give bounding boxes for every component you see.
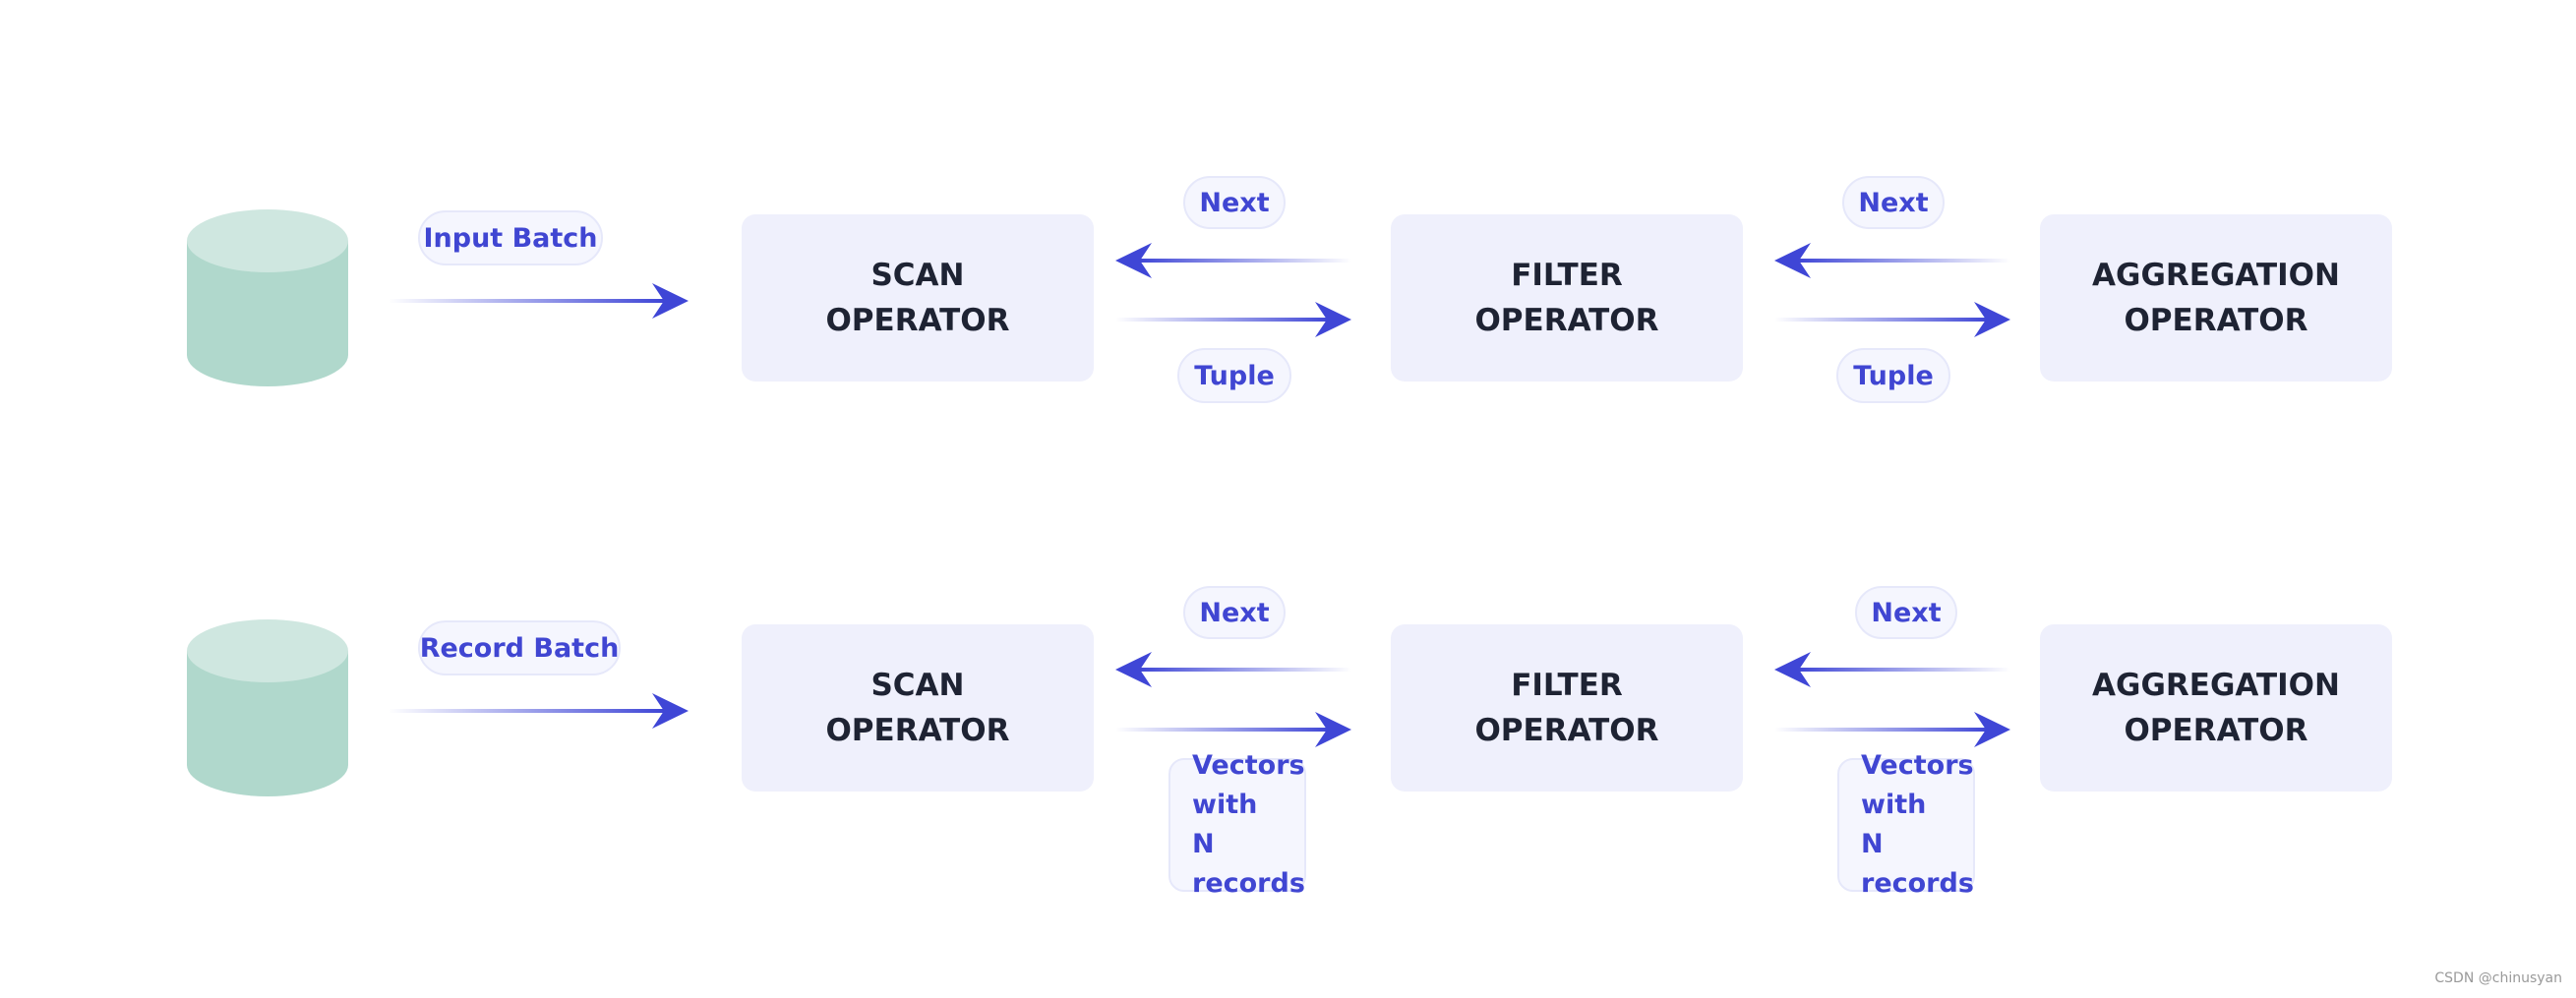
next-arrow-left <box>1115 243 1351 278</box>
tuple-label: Tuple <box>1177 348 1291 403</box>
tuple-arrow-right <box>1774 302 2010 337</box>
input-batch-label: Input Batch <box>418 210 603 265</box>
vectors-label: Vectors with N records <box>1837 750 1975 899</box>
vectors-label: Vectors with N records <box>1168 750 1306 899</box>
next-label: Next <box>1855 586 1957 639</box>
record-batch-label: Record Batch <box>418 620 621 675</box>
vectors-arrow-right <box>1774 712 2010 747</box>
tuple-arrow-right <box>1115 302 1351 337</box>
tuple-label: Tuple <box>1836 348 1950 403</box>
record-batch-arrow <box>389 693 689 729</box>
input-batch-arrow <box>389 283 689 319</box>
database-icon <box>187 619 348 796</box>
next-label: Next <box>1842 176 1945 229</box>
next-arrow-left <box>1774 243 2010 278</box>
next-arrow-left <box>1115 652 1351 687</box>
watermark: CSDN @chinusyan <box>2434 970 2562 986</box>
next-arrow-left <box>1774 652 2010 687</box>
next-label: Next <box>1183 586 1286 639</box>
vectors-arrow-right <box>1115 712 1351 747</box>
next-label: Next <box>1183 176 1286 229</box>
database-icon <box>187 209 348 386</box>
